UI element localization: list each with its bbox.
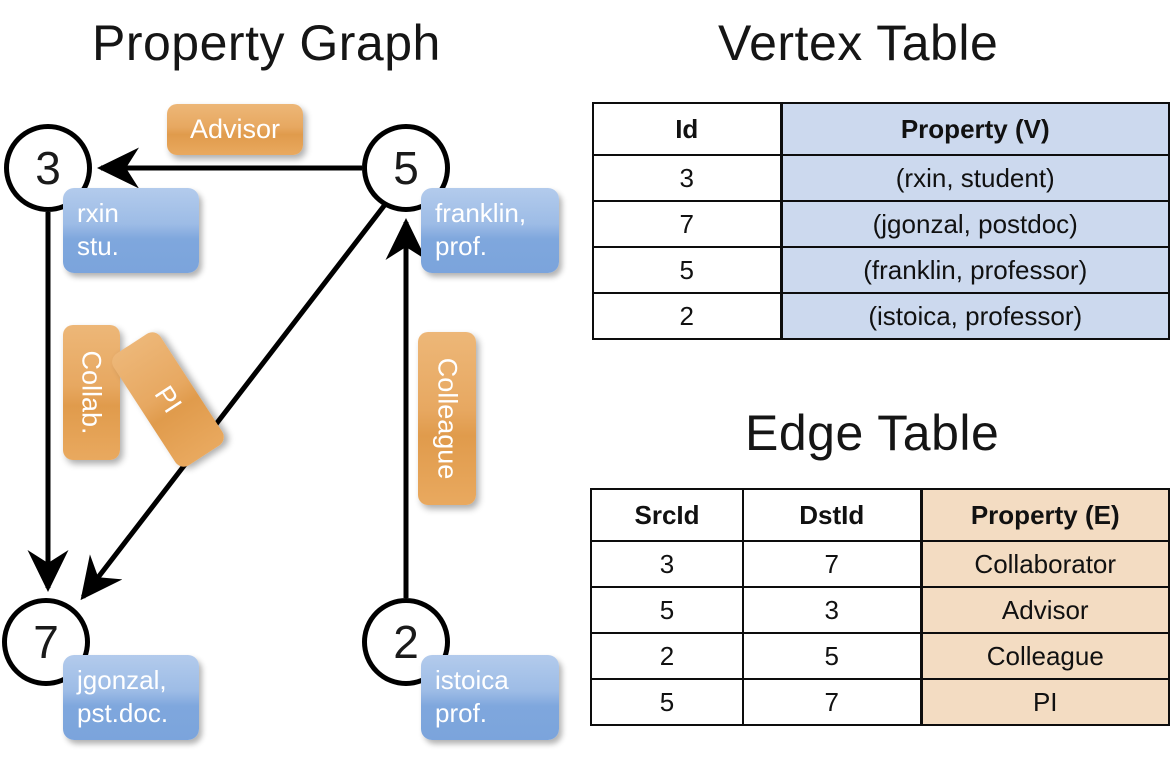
vertex-property-box-franklin[interactable]: franklin, prof. [421, 188, 559, 273]
table-header-row: Id Property (V) [592, 102, 1170, 156]
vertex-property-line-2: pst.doc. [77, 698, 169, 729]
page-title-property-graph: Property Graph [92, 15, 441, 71]
edge-label-box-collab[interactable]: Collab. [63, 325, 120, 460]
edge-row-srcid: 2 [590, 632, 744, 680]
table-row[interactable]: 2 5 Colleague [590, 632, 1170, 680]
table-row[interactable]: 7 (jgonzal, postdoc) [592, 200, 1170, 248]
edge-row-dstid: 5 [742, 632, 922, 680]
table-row[interactable]: 3 7 Collaborator [590, 540, 1170, 588]
vertex-property-box-jgonzal[interactable]: jgonzal, pst.doc. [63, 655, 199, 740]
vertex-row-property: (rxin, student) [779, 154, 1170, 202]
edge-label-box-colleague[interactable]: Colleague [418, 332, 476, 505]
page-title-vertex-table: Vertex Table [718, 15, 999, 71]
vertex-table: Id Property (V) 3 (rxin, student) 7 (jgo… [592, 102, 1170, 340]
page-title-edge-table: Edge Table [745, 405, 1000, 461]
vertex-row-id: 2 [592, 292, 782, 340]
edge-table: SrcId DstId Property (E) 3 7 Collaborato… [590, 488, 1170, 726]
vertex-row-id: 7 [592, 200, 782, 248]
edge-row-property: PI [919, 678, 1170, 726]
edge-row-property: Colleague [919, 632, 1170, 680]
vertex-row-property: (istoica, professor) [779, 292, 1170, 340]
edge-5-to-7 [80, 200, 389, 601]
edge-label-text: Colleague [432, 357, 463, 480]
edge-row-dstid: 7 [742, 540, 922, 588]
edge-row-srcid: 5 [590, 586, 744, 634]
edge-label-box-advisor[interactable]: Advisor [167, 104, 303, 155]
graph-node-5[interactable]: 5 [362, 124, 450, 212]
graph-node-3[interactable]: 3 [4, 124, 92, 212]
vertex-row-id: 5 [592, 246, 782, 294]
vertex-row-id: 3 [592, 154, 782, 202]
edge-row-dstid: 7 [742, 678, 922, 726]
vertex-table-col-id: Id [592, 102, 782, 156]
vertex-property-line-1: franklin, [435, 198, 527, 228]
graph-edge-lines [27, 147, 427, 601]
vertex-property-line-2: stu. [77, 231, 119, 262]
vertex-property-line-2: prof. [435, 698, 488, 729]
vertex-property-line-1: istoica [435, 665, 509, 695]
table-row[interactable]: 5 3 Advisor [590, 586, 1170, 634]
vertex-property-line-1: jgonzal, [77, 665, 167, 695]
edge-row-srcid: 3 [590, 540, 744, 588]
edge-row-property: Advisor [919, 586, 1170, 634]
edge-row-property: Collaborator [919, 540, 1170, 588]
edge-row-srcid: 5 [590, 678, 744, 726]
property-graph-diagram: 3 5 7 2 rxin stu. franklin, prof. jgonza… [0, 90, 580, 760]
vertex-property-box-istoica[interactable]: istoica prof. [421, 655, 559, 740]
table-row[interactable]: 5 (franklin, professor) [592, 246, 1170, 294]
vertex-table-col-property: Property (V) [779, 102, 1170, 156]
vertex-row-property: (franklin, professor) [779, 246, 1170, 294]
vertex-property-box-rxin[interactable]: rxin stu. [63, 188, 199, 273]
table-row[interactable]: 5 7 PI [590, 678, 1170, 726]
edge-table-col-srcid: SrcId [590, 488, 744, 542]
edge-row-dstid: 3 [742, 586, 922, 634]
edge-label-text: PI [148, 380, 188, 419]
edge-table-col-property: Property (E) [919, 488, 1170, 542]
vertex-property-line-2: prof. [435, 231, 488, 262]
table-row[interactable]: 2 (istoica, professor) [592, 292, 1170, 340]
table-row[interactable]: 3 (rxin, student) [592, 154, 1170, 202]
edge-label-text: Collab. [77, 350, 108, 435]
table-header-row: SrcId DstId Property (E) [590, 488, 1170, 542]
vertex-row-property: (jgonzal, postdoc) [779, 200, 1170, 248]
edge-label-text: Advisor [189, 114, 281, 144]
edge-table-col-dstid: DstId [742, 488, 922, 542]
vertex-property-line-1: rxin [77, 198, 119, 228]
